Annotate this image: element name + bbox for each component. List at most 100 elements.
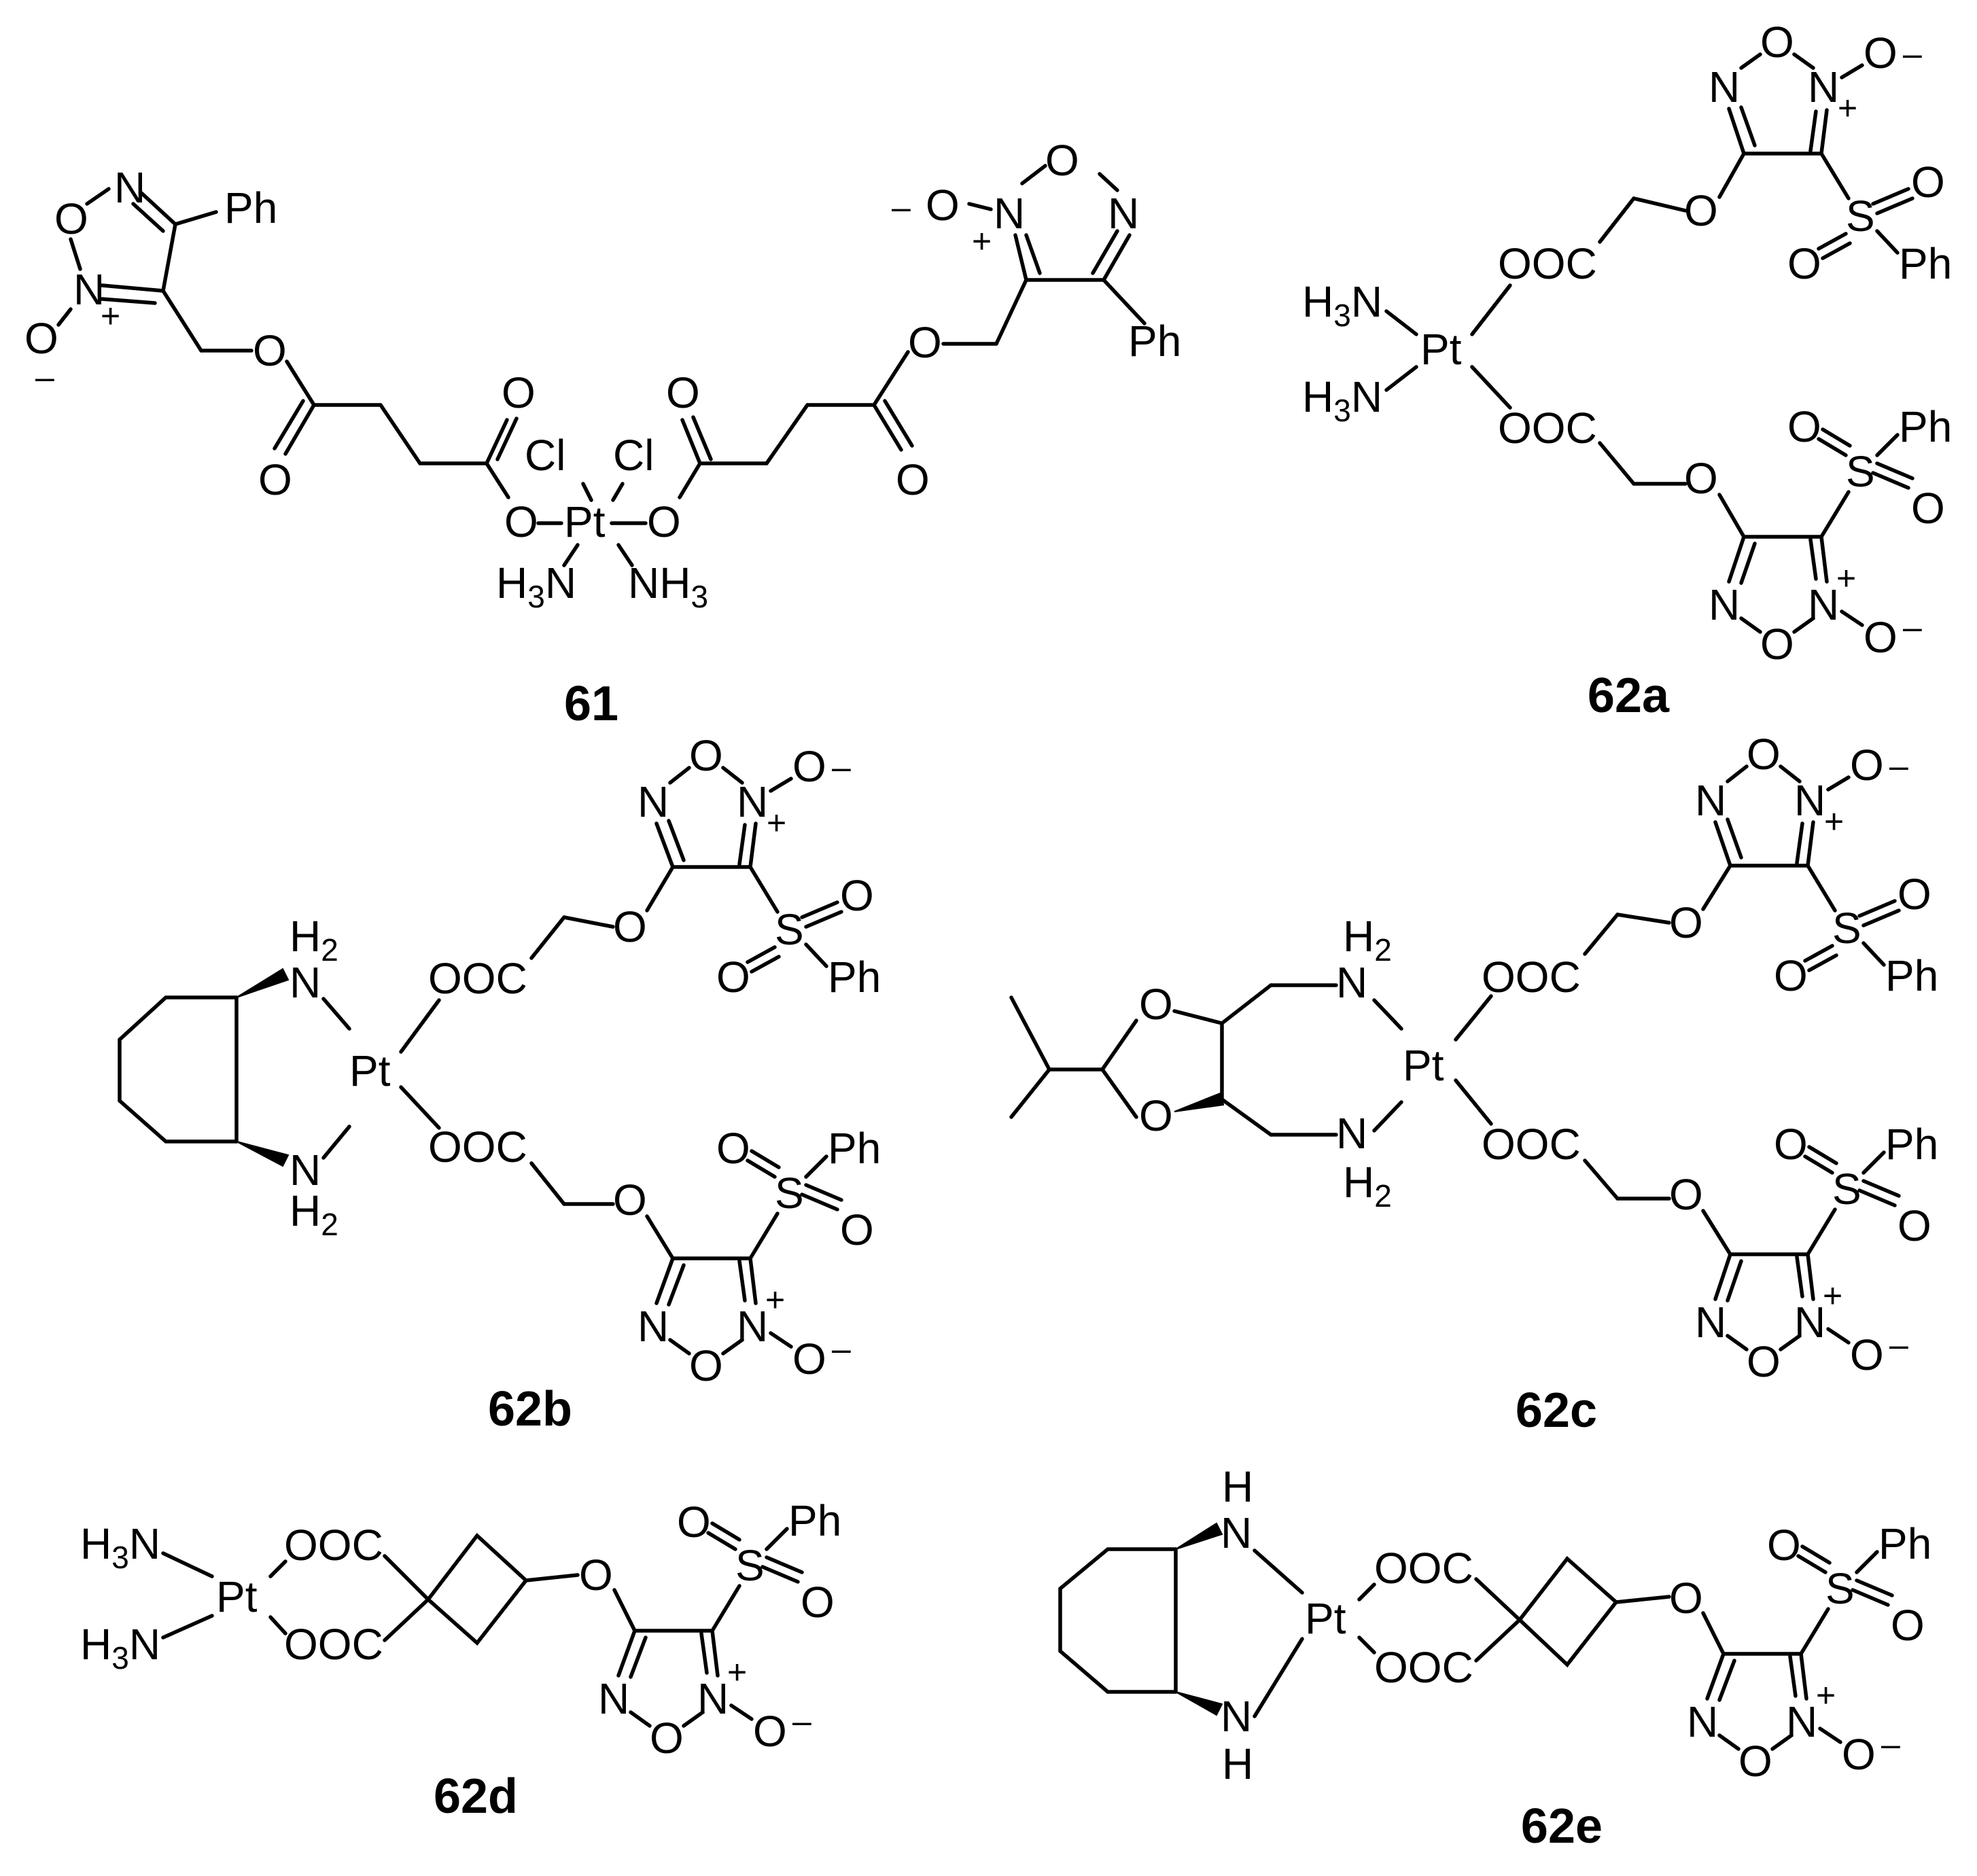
- atom-h3n: H3N: [1302, 277, 1382, 333]
- charge-plus: +: [1838, 89, 1857, 127]
- atom-s: S: [775, 905, 804, 954]
- atom-ooc: OOC: [284, 1620, 383, 1669]
- atom-ph: Ph: [828, 953, 881, 1002]
- atom-n-plus: N: [1808, 580, 1839, 629]
- atom-o: O: [840, 871, 874, 920]
- charge-minus: –: [892, 188, 911, 226]
- atom-ooc: OOC: [1374, 1544, 1473, 1593]
- atom-ph: Ph: [1878, 1519, 1931, 1568]
- atom-ph: Ph: [1885, 951, 1938, 1000]
- charge-plus: +: [767, 804, 786, 842]
- atom-n-plus: N: [697, 1674, 729, 1723]
- atom-o: O: [1045, 136, 1079, 185]
- charge-plus: +: [765, 1281, 785, 1319]
- atom-ph: Ph: [788, 1496, 841, 1545]
- atom-o: O: [1767, 1521, 1801, 1570]
- atom-n-plus: N: [1794, 1298, 1825, 1347]
- atom-n: N: [1108, 189, 1139, 238]
- atom-o: O: [502, 368, 536, 417]
- atom-o: O: [677, 1498, 711, 1546]
- atom-o: O: [716, 1124, 750, 1173]
- atom-s: S: [775, 1169, 804, 1218]
- atom-o-minus: O: [792, 742, 826, 791]
- atom-ooc: OOC: [1374, 1643, 1473, 1692]
- atom-n-plus: N: [1786, 1697, 1817, 1746]
- atom-pt: Pt: [349, 1046, 391, 1095]
- atom-n: N: [1221, 1508, 1252, 1557]
- atom-h3n: H3N: [80, 1519, 160, 1575]
- atom-o-minus: O: [926, 181, 960, 230]
- charge-plus: +: [101, 297, 120, 335]
- atom-o: O: [1787, 402, 1821, 451]
- charge-minus: –: [1889, 1326, 1908, 1364]
- atom-pt: Pt: [1305, 1594, 1346, 1643]
- atom-n: N: [1336, 1109, 1367, 1158]
- atom-n: N: [598, 1674, 629, 1723]
- charge-plus: +: [1836, 559, 1856, 597]
- atom-h2: H2: [290, 1186, 338, 1242]
- atom-o-minus: O: [1850, 1330, 1884, 1379]
- atom-n-plus: N: [73, 265, 105, 314]
- atom-n: N: [290, 958, 321, 1007]
- compound-label: 62b: [488, 1382, 572, 1436]
- atom-o: O: [258, 455, 292, 504]
- charge-plus: +: [727, 1653, 747, 1691]
- atom-o: O: [613, 1175, 647, 1224]
- atom-o: O: [896, 455, 930, 504]
- atom-ph: Ph: [224, 183, 277, 232]
- atom-o: O: [716, 953, 750, 1002]
- atom-o: O: [1911, 484, 1945, 533]
- atom-o: O: [908, 318, 942, 367]
- atom-o: O: [801, 1578, 835, 1627]
- atom-pt: Pt: [564, 497, 606, 546]
- atom-n: N: [1221, 1692, 1252, 1741]
- atom-n: N: [1695, 1298, 1726, 1347]
- structure-62d: H3N H3N Pt OOC OOC O N O N + O – S O: [80, 1496, 841, 1824]
- atom-n: N: [1709, 580, 1740, 629]
- atom-s: S: [1832, 1165, 1861, 1214]
- compound-label: 61: [564, 677, 618, 731]
- atom-o: O: [689, 1341, 723, 1390]
- atom-o-minus: O: [1864, 613, 1897, 662]
- atom-h3n: H3N: [496, 559, 576, 614]
- structure-62e: H N N H Pt OOC OOC O N O N + O – S O: [1058, 1462, 1931, 1854]
- atom-n: N: [1695, 776, 1726, 825]
- atom-o: O: [613, 902, 647, 951]
- atom-s: S: [1846, 447, 1875, 496]
- atom-n: N: [1709, 63, 1740, 111]
- atom-s: S: [735, 1541, 765, 1590]
- atom-cl: Cl: [525, 431, 565, 480]
- atom-o: O: [1684, 186, 1718, 235]
- atom-o-minus: O: [24, 314, 58, 363]
- charge-plus: +: [1823, 1277, 1842, 1315]
- atom-n-plus: N: [737, 1302, 768, 1351]
- atom-ooc: OOC: [1498, 404, 1597, 453]
- atom-o: O: [666, 368, 700, 417]
- atom-o: O: [1747, 730, 1781, 779]
- atom-h2: H2: [1343, 1158, 1392, 1214]
- atom-ph: Ph: [828, 1124, 881, 1173]
- compound-label: 62d: [434, 1769, 518, 1824]
- atom-o: O: [1774, 1120, 1808, 1169]
- atom-o: O: [579, 1551, 613, 1599]
- atom-ph: Ph: [1899, 402, 1952, 451]
- atom-o-minus: O: [792, 1334, 826, 1383]
- atom-o: O: [1669, 1574, 1703, 1623]
- atom-o-minus: O: [1842, 1730, 1876, 1779]
- charge-plus: +: [972, 222, 992, 260]
- atom-o: O: [1760, 18, 1794, 67]
- atom-o: O: [1738, 1737, 1772, 1786]
- atom-n-plus: N: [1794, 776, 1825, 825]
- charge-minus: –: [35, 358, 54, 396]
- atom-s: S: [1832, 904, 1861, 953]
- atom-n: N: [290, 1146, 321, 1194]
- atom-o: O: [1891, 1601, 1925, 1650]
- atom-o: O: [1669, 1170, 1703, 1219]
- atom-o: O: [1747, 1337, 1781, 1386]
- charge-minus: –: [1881, 1725, 1900, 1763]
- atom-n-plus: N: [737, 777, 768, 826]
- atom-o: O: [54, 194, 88, 243]
- compound-label: 62a: [1588, 669, 1670, 723]
- atom-o: O: [1787, 239, 1821, 288]
- structure-62b: H2 N N H2 Pt OOC OOC O N O N + O – S O: [118, 731, 881, 1436]
